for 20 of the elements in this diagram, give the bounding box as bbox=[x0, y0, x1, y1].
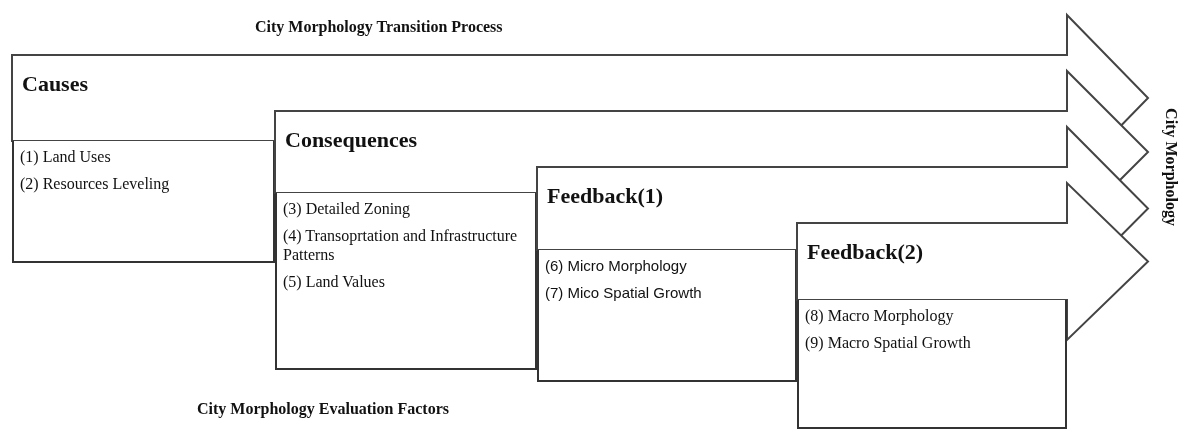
vertical-label: City Morphology bbox=[1161, 108, 1180, 226]
list-item: (4) Transoprtation and Infrastructure Patterns bbox=[283, 226, 519, 264]
list-item: (1) Land Uses bbox=[20, 147, 112, 166]
list-box bbox=[275, 193, 537, 370]
list-item: (3) Detailed Zoning bbox=[283, 199, 412, 218]
list-box bbox=[537, 250, 797, 382]
list-item: (9) Macro Spatial Growth bbox=[805, 333, 972, 352]
heading: Consequences bbox=[285, 127, 417, 153]
list-item: (2) Resources Leveling bbox=[20, 174, 171, 193]
list-item: (5) Land Values bbox=[283, 272, 386, 291]
list-box bbox=[12, 141, 275, 263]
heading: Causes bbox=[22, 71, 88, 97]
section-label: City Morphology Evaluation Factors bbox=[197, 400, 449, 418]
heading: Feedback(2) bbox=[807, 239, 924, 265]
heading: Feedback(1) bbox=[547, 183, 664, 209]
list-box bbox=[797, 300, 1067, 429]
list-item: (6) Micro Morphology bbox=[545, 256, 688, 275]
list-item: (8) Macro Morphology bbox=[805, 306, 955, 325]
list-item: (7) Mico Spatial Growth bbox=[545, 283, 703, 302]
diagram-title: City Morphology Transition Process bbox=[255, 18, 503, 36]
